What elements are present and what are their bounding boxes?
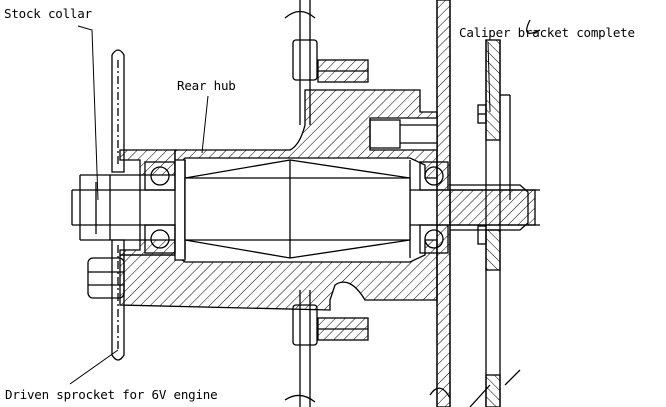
upper-flange-bolts — [284, 0, 369, 125]
caliper-break-line-top — [526, 19, 541, 34]
label-rear-hub: Rear hub — [177, 78, 236, 93]
label-caliper-bracket: Caliper bracket complete — [459, 25, 635, 40]
leader-stock-collar — [77, 25, 99, 201]
leader-caliper-bracket — [487, 41, 491, 113]
label-driven-sprocket: Driven sprocket for 6V engine — [5, 387, 218, 402]
leader-driven-sprocket — [69, 349, 119, 385]
label-stock-collar: Stock collar — [4, 6, 92, 21]
disc-break-line-bottom — [429, 387, 451, 399]
lower-flange-bolts — [284, 290, 369, 407]
driven-sprocket — [87, 49, 125, 361]
bearings — [144, 161, 449, 254]
rear-hub-body — [119, 89, 438, 311]
leader-rear-hub — [201, 95, 209, 154]
brake-disc — [436, 0, 451, 407]
stock-collar — [79, 174, 141, 241]
